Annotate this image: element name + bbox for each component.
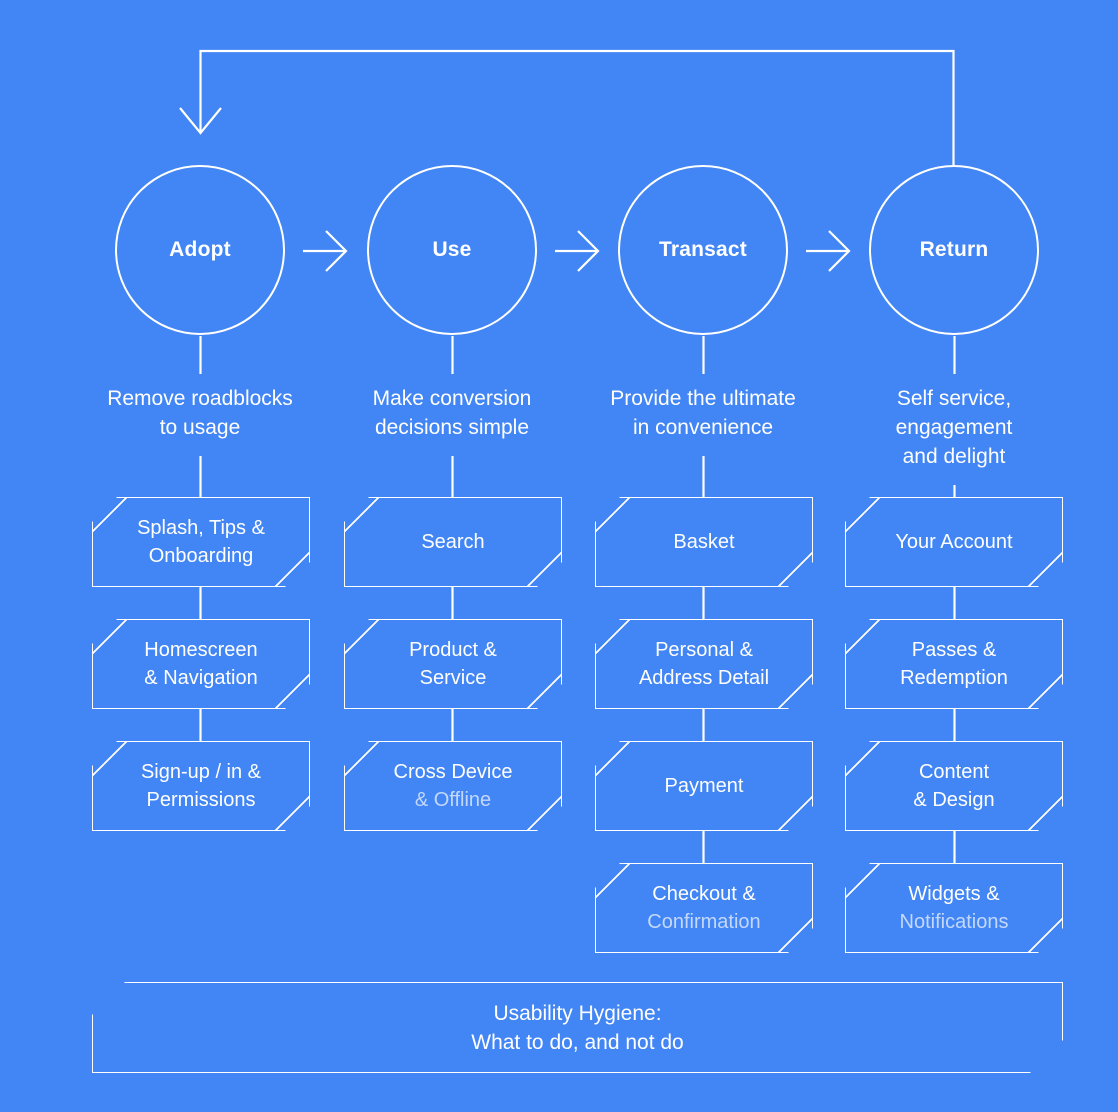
journey-item-line2: Onboarding	[148, 545, 254, 567]
journey-item-box[interactable]: Search	[344, 497, 562, 587]
journey-item-box[interactable]: Passes & Redemption	[845, 619, 1063, 709]
journey-item-line2: Redemption	[900, 667, 1008, 689]
stage-label-use: Use	[432, 238, 472, 261]
journey-item-box[interactable]: Widgets & Notifications	[845, 863, 1063, 953]
journey-item-text: Checkout & Confirmation	[637, 880, 770, 936]
stage-circle-transact[interactable]: Transact	[618, 165, 788, 335]
journey-item-text: Cross Device & Offline	[384, 758, 523, 814]
usability-hygiene-line1: Usability Hygiene:	[493, 1001, 662, 1025]
return-loop-path	[179, 49, 955, 165]
journey-item-line2: Permissions	[146, 789, 256, 811]
journey-item-box[interactable]: Personal & Address Detail	[595, 619, 813, 709]
caption-line: in convenience	[632, 416, 774, 439]
stage-circle-use[interactable]: Use	[367, 165, 537, 335]
journey-item-line1: Payment	[664, 775, 744, 797]
journey-item-box[interactable]: Basket	[595, 497, 813, 587]
journey-item-box[interactable]: Your Account	[845, 497, 1063, 587]
caption-line: decisions simple	[374, 416, 530, 439]
journey-item-text: Sign-up / in & Permissions	[131, 758, 271, 814]
journey-item-text: Content & Design	[903, 758, 1004, 814]
journey-item-line1: Content	[918, 761, 990, 783]
caption-line: engagement	[895, 416, 1013, 439]
journey-item-line2: & Design	[913, 789, 995, 811]
journey-item-line2: & Offline	[414, 789, 492, 811]
stage-circle-return[interactable]: Return	[869, 165, 1039, 335]
stage-label-return: Return	[919, 238, 989, 261]
journey-item-text: Basket	[663, 528, 744, 556]
journey-item-line1: Personal &	[655, 639, 753, 661]
journey-item-text: Product & Service	[399, 636, 507, 692]
journey-item-line1: Homescreen	[144, 639, 258, 661]
journey-item-line1: Search	[421, 531, 485, 553]
stage-label-adopt: Adopt	[169, 238, 231, 261]
journey-item-text: Passes & Redemption	[890, 636, 1018, 692]
journey-item-box[interactable]: Product & Service	[344, 619, 562, 709]
journey-item-line1: Sign-up / in &	[140, 761, 262, 783]
caption-line: Make conversion	[372, 387, 532, 410]
journey-item-text: Homescreen & Navigation	[134, 636, 267, 692]
stage-caption-use: Make conversion decisions simple	[334, 384, 570, 442]
usability-hygiene-line2: What to do, and not do	[471, 1030, 684, 1054]
journey-item-box[interactable]: Splash, Tips & Onboarding	[92, 497, 310, 587]
arrow-transact-to-return	[806, 230, 851, 272]
journey-item-line1: Your Account	[895, 531, 1013, 553]
journey-item-box[interactable]: Checkout & Confirmation	[595, 863, 813, 953]
arrow-use-to-transact	[555, 230, 600, 272]
journey-item-box[interactable]: Homescreen & Navigation	[92, 619, 310, 709]
usability-hygiene-text: Usability Hygiene: What to do, and not d…	[471, 999, 683, 1057]
journey-item-text: Your Account	[885, 528, 1022, 556]
journey-item-text: Search	[411, 528, 494, 556]
caption-line: to usage	[159, 416, 241, 439]
stage-caption-transact: Provide the ultimate in convenience	[585, 384, 821, 442]
stage-circle-adopt[interactable]: Adopt	[115, 165, 285, 335]
journey-item-line1: Checkout &	[652, 883, 756, 905]
caption-line: Remove roadblocks	[107, 387, 293, 410]
journey-item-line1: Product &	[409, 639, 497, 661]
journey-item-line1: Cross Device	[393, 761, 513, 783]
journey-item-box[interactable]: Payment	[595, 741, 813, 831]
stage-caption-adopt: Remove roadblocks to usage	[82, 384, 318, 442]
caption-line: Self service,	[896, 387, 1012, 410]
journey-item-text: Splash, Tips & Onboarding	[127, 514, 275, 570]
arrow-adopt-to-use	[303, 230, 348, 272]
caption-line: Provide the ultimate	[610, 387, 796, 410]
journey-item-text: Payment	[655, 772, 754, 800]
journey-item-text: Personal & Address Detail	[629, 636, 779, 692]
journey-item-box[interactable]: Sign-up / in & Permissions	[92, 741, 310, 831]
journey-item-line2: Address Detail	[638, 667, 770, 689]
journey-item-line1: Passes &	[911, 639, 997, 661]
caption-line: and delight	[902, 445, 1006, 468]
journey-item-line2: Notifications	[899, 911, 1009, 933]
journey-item-box[interactable]: Cross Device & Offline	[344, 741, 562, 831]
journey-item-line2: Service	[419, 667, 487, 689]
stage-caption-return: Self service, engagement and delight	[836, 384, 1072, 471]
journey-item-line2: Confirmation	[647, 911, 761, 933]
usability-hygiene-banner[interactable]: Usability Hygiene: What to do, and not d…	[92, 982, 1063, 1073]
journey-item-line1: Basket	[673, 531, 735, 553]
journey-item-box[interactable]: Content & Design	[845, 741, 1063, 831]
journey-item-line2: & Navigation	[144, 667, 258, 689]
journey-item-text: Widgets & Notifications	[890, 880, 1019, 936]
journey-item-line1: Widgets &	[908, 883, 1000, 905]
stage-label-transact: Transact	[659, 238, 747, 261]
journey-item-line1: Splash, Tips &	[137, 517, 265, 539]
